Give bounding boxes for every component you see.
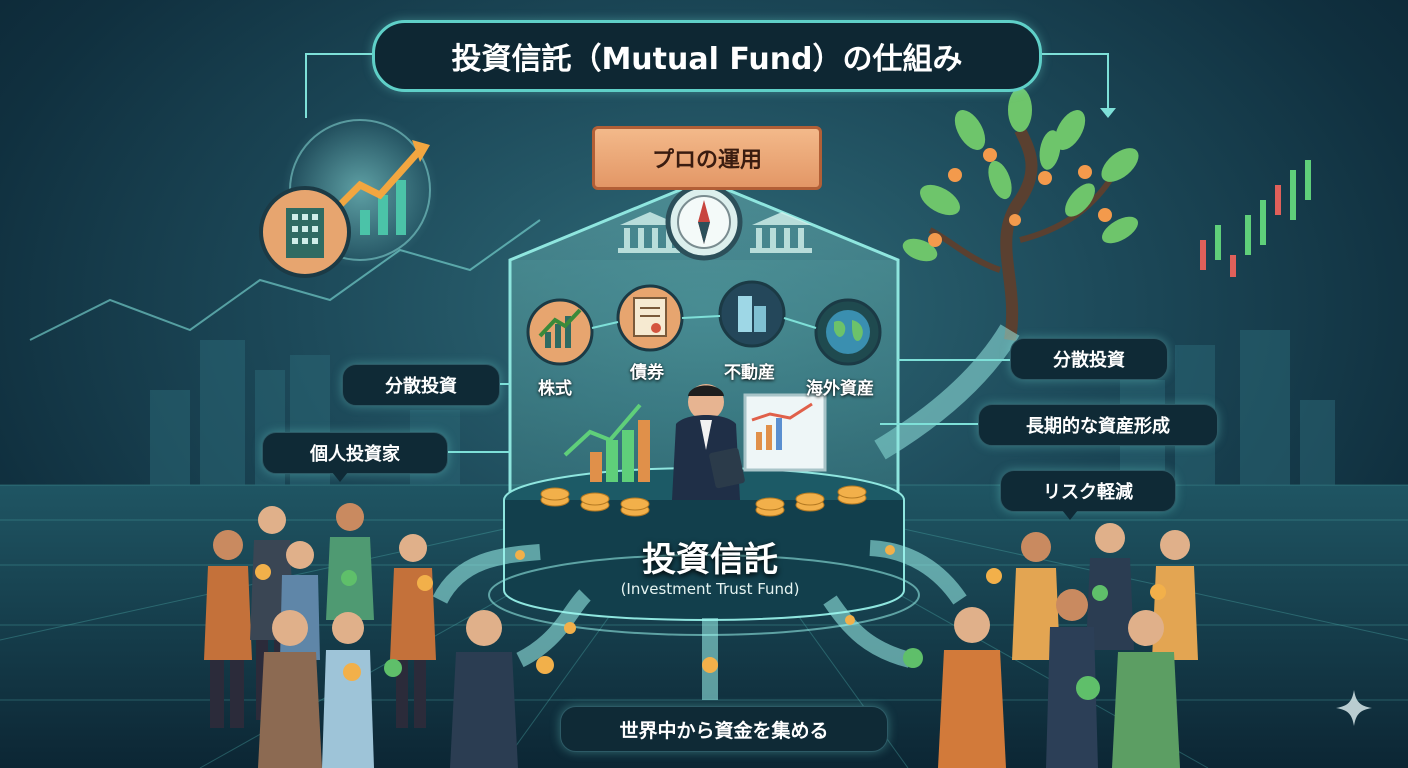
presentation-board xyxy=(743,393,827,472)
asset-label-stocks: 株式 xyxy=(538,379,572,399)
asset-label-real-estate: 不動産 xyxy=(724,363,775,383)
building-icon xyxy=(718,280,786,348)
asset-connectors xyxy=(591,315,817,329)
speech-tail-investors xyxy=(332,472,348,482)
investor-group-left xyxy=(204,503,518,768)
flow-coins xyxy=(515,545,895,674)
right-label-long-term: 長期的な資産形成 xyxy=(978,404,1218,446)
money-streams xyxy=(432,540,967,700)
left-label-individual-investors: 個人投資家 xyxy=(262,432,448,474)
sparkle-icon xyxy=(1336,690,1372,726)
growth-chart-icon xyxy=(327,140,430,235)
title-connector-right xyxy=(1036,53,1109,110)
asset-label-bonds: 債券 xyxy=(630,363,664,383)
compass-icon xyxy=(665,183,743,261)
investor-group-right xyxy=(903,523,1198,768)
professional-management-banner: プロの運用 xyxy=(592,126,822,190)
title-connector-left xyxy=(305,53,372,118)
bottom-label-global-capital: 世界中から資金を集める xyxy=(560,706,888,752)
asset-label-overseas: 海外資産 xyxy=(806,379,874,399)
money-tree-icon xyxy=(902,88,1139,341)
globe-icon xyxy=(814,298,882,366)
fund-manager-figure xyxy=(672,384,745,500)
candlestick-chart xyxy=(1200,160,1311,277)
page-title: 投資信託（Mutual Fund）の仕組み xyxy=(372,20,1042,92)
right-label-diversification: 分散投資 xyxy=(1010,338,1168,380)
right-label-risk-reduction: リスク軽減 xyxy=(1000,470,1176,512)
bank-icon-right xyxy=(750,212,812,253)
fund-name: 投資信託 xyxy=(642,540,778,580)
bond-certificate-icon xyxy=(616,284,684,352)
speech-tail-risk xyxy=(1062,510,1078,520)
stock-chart-icon xyxy=(526,298,594,366)
fund-english-name: (Investment Trust Fund) xyxy=(620,580,800,598)
office-building-icon xyxy=(259,186,351,278)
left-label-diversification: 分散投資 xyxy=(342,364,500,406)
inner-growth-chart xyxy=(563,403,650,482)
coin-stacks xyxy=(540,485,867,517)
network-line xyxy=(29,219,541,341)
